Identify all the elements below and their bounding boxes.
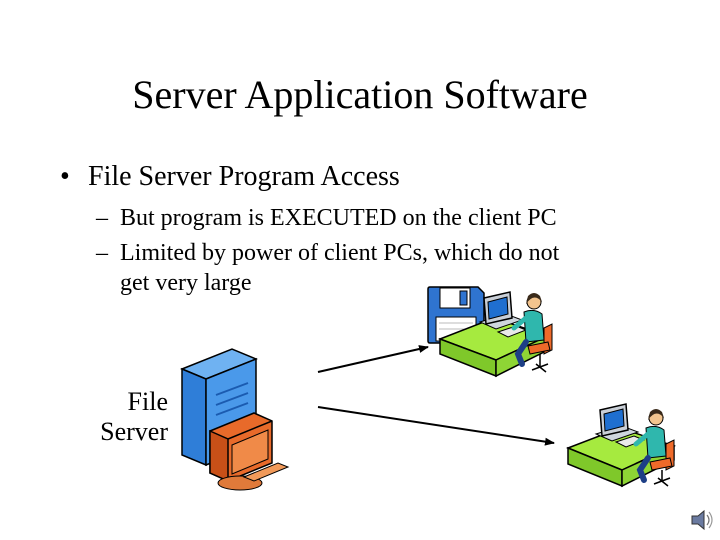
client-workstation-icon (565, 403, 677, 488)
sub-bullet-item: –Limited by power of client PCs, which d… (96, 238, 656, 298)
file-server-label-line1: File (127, 387, 168, 416)
sub-bullet-marker: – (96, 205, 108, 231)
server-computer-icon (180, 348, 290, 491)
sub-bullet-text: But program is EXECUTED on the client PC (120, 205, 557, 231)
sub-bullet-text-line1: Limited by power of client PCs, which do… (120, 240, 560, 266)
bullet-marker: • (60, 161, 70, 192)
file-server-label: File Server (80, 387, 168, 447)
speaker-icon (691, 509, 713, 531)
slide-title: Server Application Software (132, 72, 588, 117)
sub-bullet-marker: – (96, 240, 108, 266)
sub-bullet-text-line2: get very large (120, 270, 252, 296)
arrow-to-upper-client (317, 345, 429, 373)
file-server-label-line2: Server (100, 417, 168, 446)
sub-bullet-item: –But program is EXECUTED on the client P… (96, 203, 557, 233)
arrow-to-lower-client (317, 406, 555, 446)
bullet-text: File Server Program Access (88, 161, 400, 192)
bullet-item: • File Server Program Access (60, 160, 400, 194)
client-workstation-icon (437, 291, 553, 378)
